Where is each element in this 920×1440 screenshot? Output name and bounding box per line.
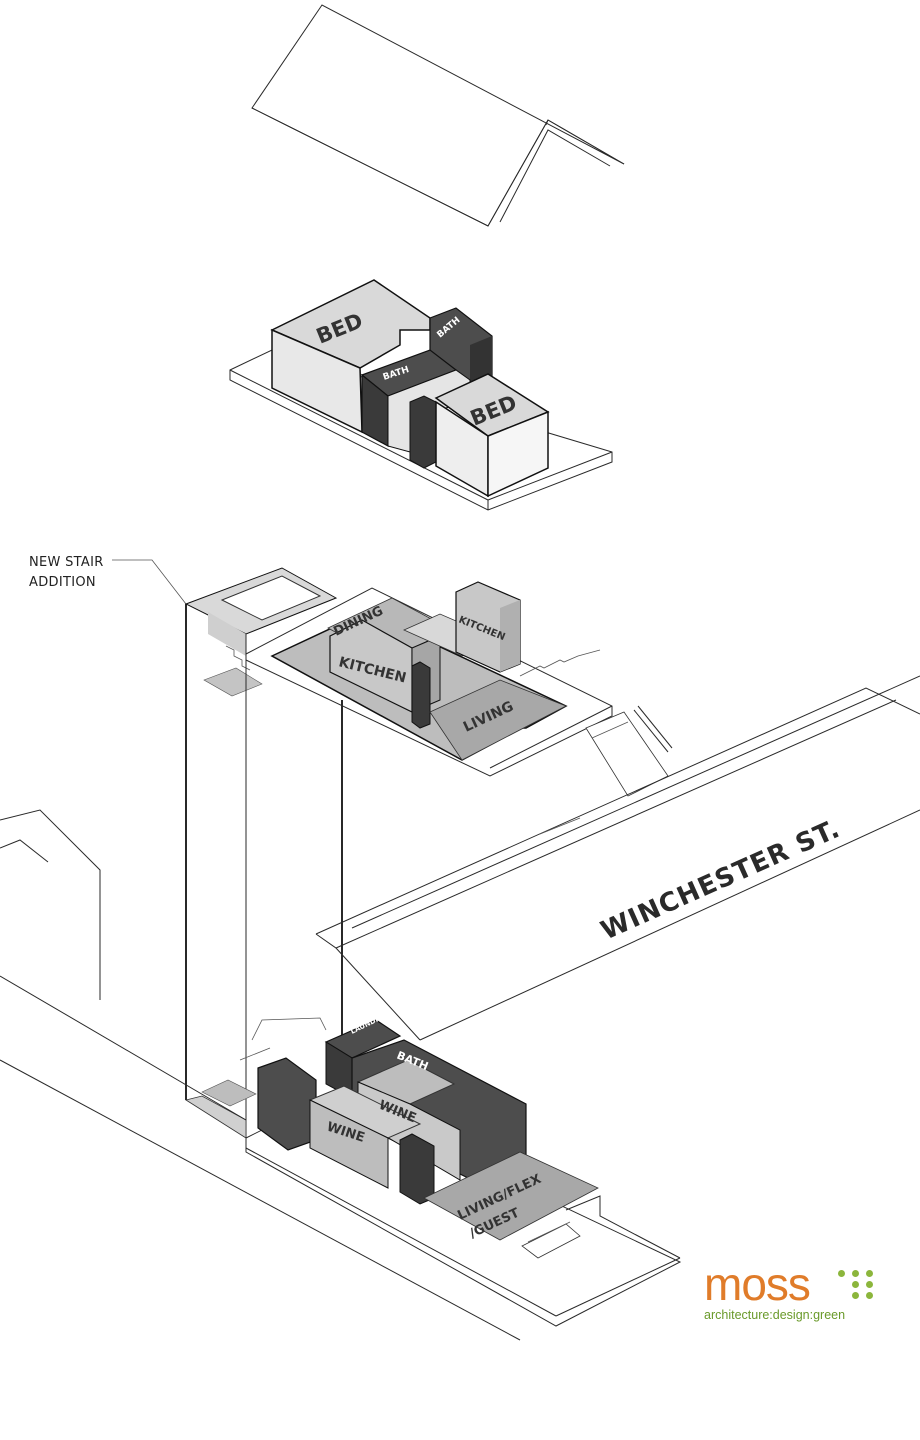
callout-line-2: ADDITION — [29, 575, 96, 590]
logo-tagline: architecture:design:green — [704, 1308, 846, 1322]
street-name-label: WINCHESTER ST. — [597, 814, 845, 947]
upper-floor: BED BED BATH BATH — [229, 279, 613, 511]
neighbor-house — [0, 809, 521, 1341]
logo-dots-icon — [838, 1270, 874, 1300]
callout-line-1: NEW STAIR — [29, 555, 104, 570]
roof — [251, 4, 625, 227]
stair-tower — [184, 567, 343, 1139]
callout: NEW STAIR ADDITION — [29, 555, 187, 605]
main-floor: DINING KITCHEN KITCHEN LIVING — [245, 581, 673, 797]
moss-logo: moss architecture:design:green — [704, 1258, 879, 1322]
lower-floor: LAUNDRY BATH WINE WINE LIVING/FLEX /GUES… — [239, 1012, 682, 1327]
logo-wordmark: moss — [704, 1258, 811, 1310]
